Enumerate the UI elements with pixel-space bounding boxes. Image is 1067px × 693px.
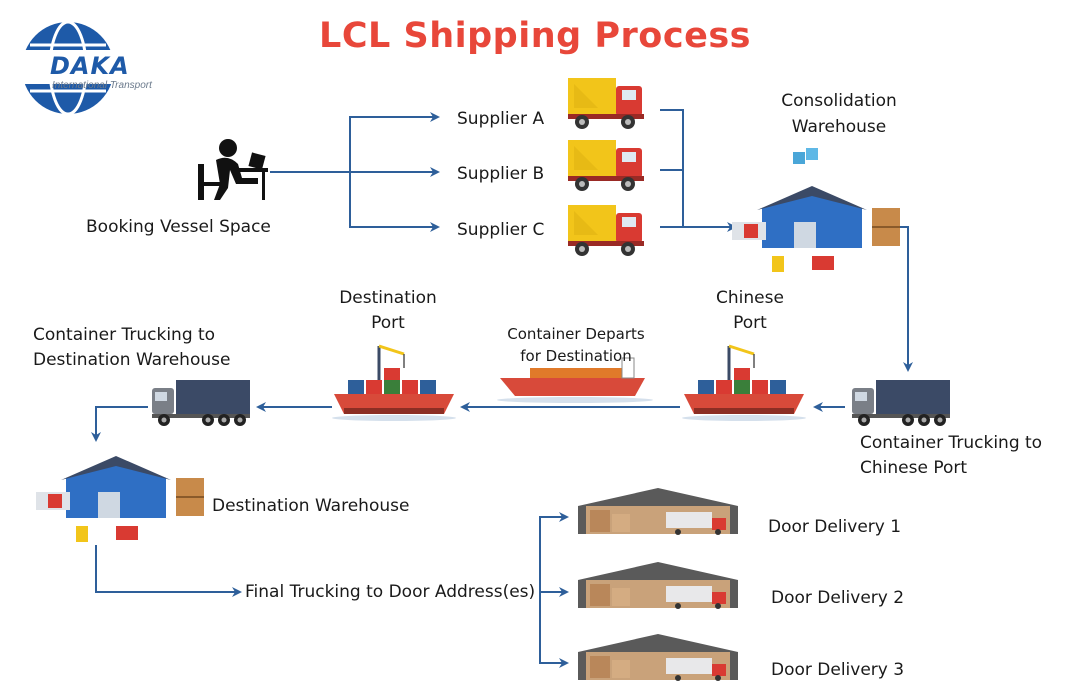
container-truck-destination-icon xyxy=(152,380,250,426)
departs-label-line1: Container Departs xyxy=(507,325,645,343)
door-delivery-2-label: Door Delivery 2 xyxy=(771,588,905,608)
consolidation-label-line1: Consolidation xyxy=(781,91,897,111)
door-delivery-1-icon xyxy=(578,488,738,535)
door-delivery-3-label: Door Delivery 3 xyxy=(771,660,905,680)
supplier-c-label: Supplier C xyxy=(457,220,545,240)
trucking-chinese-port-line2: Chinese Port xyxy=(860,458,968,478)
logo-globe-icon xyxy=(18,20,168,116)
supplier-b-label: Supplier B xyxy=(457,164,545,184)
trucking-chinese-port-line1: Container Trucking to xyxy=(860,433,1043,453)
destination-port-ship-icon xyxy=(330,344,458,423)
destination-port-label-line1: Destination xyxy=(339,288,437,308)
truck-supplier-a-icon xyxy=(568,78,644,129)
container-truck-chinese-port-icon xyxy=(852,380,950,426)
booking-label: Booking Vessel Space xyxy=(86,217,271,237)
door-delivery-1-label: Door Delivery 1 xyxy=(768,517,902,537)
arrow-to-final-trucking xyxy=(95,545,242,597)
departing-ship-icon xyxy=(497,357,653,403)
trucking-destination-line1: Container Trucking to xyxy=(33,325,216,345)
door-delivery-2-icon xyxy=(578,562,738,609)
chinese-port-ship-icon xyxy=(680,344,808,423)
arrows-booking-to-suppliers xyxy=(270,112,440,232)
arrows-westbound xyxy=(91,402,845,442)
chinese-port-label-line2: Port xyxy=(733,313,767,333)
truck-supplier-b-icon xyxy=(568,140,644,191)
consolidation-warehouse-icon xyxy=(732,148,900,272)
departs-label-line2: for Destination xyxy=(520,347,632,365)
final-trucking-label: Final Trucking to Door Address(es) xyxy=(245,582,536,602)
trucking-destination-line2: Destination Warehouse xyxy=(33,350,231,370)
consolidation-label-line2: Warehouse xyxy=(791,117,887,137)
arrows-trucks-to-consolidation xyxy=(660,109,737,232)
destination-port-label-line2: Port xyxy=(371,313,405,333)
page-title: LCL Shipping Process xyxy=(319,16,751,56)
chinese-port-label-line1: Chinese xyxy=(716,288,784,308)
destination-warehouse-label: Destination Warehouse xyxy=(212,496,410,516)
destination-warehouse-icon xyxy=(36,456,204,542)
logo-name: DAKA xyxy=(50,52,130,80)
supplier-a-label: Supplier A xyxy=(457,109,545,129)
person-at-desk-icon xyxy=(198,139,268,200)
door-delivery-3-icon xyxy=(578,634,738,681)
arrow-consolidation-to-trucking xyxy=(876,226,913,372)
arrows-to-doors xyxy=(539,512,569,668)
logo-tagline: International Transport xyxy=(52,80,152,91)
truck-supplier-c-icon xyxy=(568,205,644,256)
